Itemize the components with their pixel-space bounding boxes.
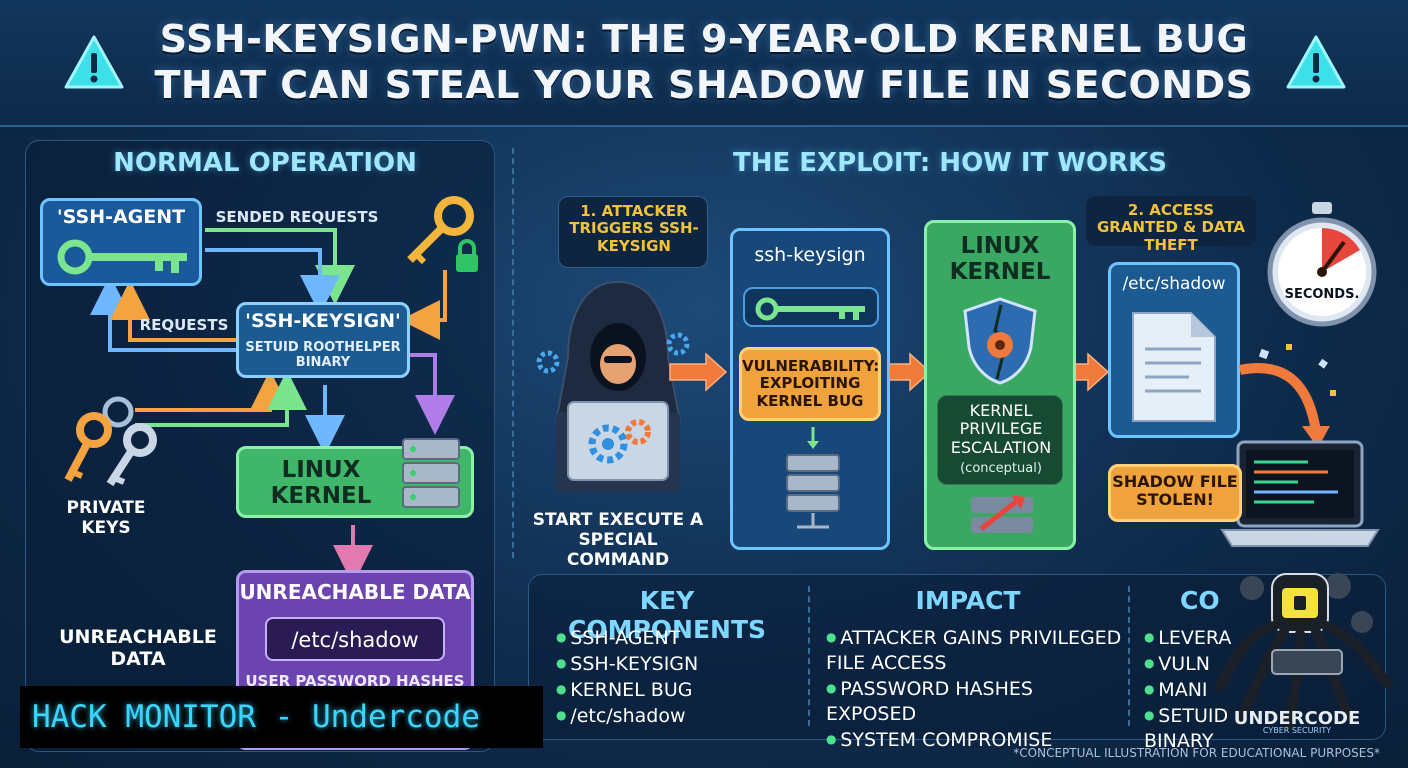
exploit-title: THE EXPLOIT: HOW IT WORKS [732, 148, 1168, 178]
concept-title: CO [1180, 586, 1220, 615]
broken-shield-icon [963, 297, 1037, 385]
list-item: SYSTEM COMPROMISE [826, 727, 1122, 753]
laptop-icon [1220, 440, 1380, 547]
list-item: PASSWORD HASHES EXPOSED [826, 676, 1122, 727]
stopwatch-icon [1267, 202, 1377, 327]
shadow-path-box: /etc/shadow [265, 617, 445, 661]
warning-icon [64, 35, 124, 89]
stolen-label: SHADOW FILE STOLEN! [1112, 472, 1238, 510]
divider [512, 148, 514, 558]
normal-flow-arrows [90, 228, 455, 585]
step1-box: 1. ATTACKER TRIGGERS SSH-KEYSIGN [558, 196, 708, 268]
data-theft-arrow [1239, 344, 1336, 448]
list-item: SSH-KEYSIGN [556, 651, 796, 677]
list-item: KERNEL BUG [556, 677, 796, 703]
warning-icon [1286, 35, 1346, 89]
undercode-logo-icon [1215, 573, 1393, 731]
undercode-logo-name: UNDERCODE [1233, 708, 1361, 729]
linux-kernel-box-normal: LINUX KERNEL [236, 438, 474, 518]
start-command-label: START EXECUTE A SPECIAL COMMAND [532, 510, 704, 570]
list-item: SETUID BINARY [1144, 703, 1254, 754]
list-item: ATTACKER GAINS PRIVILEGED FILE ACCESS [826, 625, 1122, 676]
list-item: SSH-AGENT [556, 625, 796, 651]
key-icon [755, 297, 865, 321]
footnote: *CONCEPTUAL ILLUSTRATION FOR EDUCATIONAL… [1013, 746, 1380, 760]
impact-list: ATTACKER GAINS PRIVILEGED FILE ACCESS PA… [826, 625, 1122, 753]
shadow-file-card: /etc/shadow [1108, 262, 1240, 438]
vulnerability-box: VULNERABILITY: EXPLOITING KERNEL BUG [739, 347, 881, 421]
title-line-1: SSH-KEYSIGN-PWN: THE 9-YEAR-OLD KERNEL B… [159, 17, 1249, 61]
list-item: MANI [1144, 677, 1254, 703]
kernel-priv-box: KERNEL PRIVILEGE ESCALATION (conceptual) [937, 395, 1063, 485]
ssh-keysign-title: 'SSH-KEYSIGN' [245, 310, 401, 332]
unreachable-side-label: UNREACHABLE DATA [59, 626, 217, 670]
kernel-conceptual-label: (conceptual) [960, 461, 1042, 476]
escalation-icon [971, 495, 1033, 533]
linux-kernel-label-normal: LINUX KERNEL [270, 457, 372, 510]
gold-key-icon [407, 196, 478, 272]
concept-list: LEVERA VULN MANI SETUID BINARY [1144, 625, 1254, 754]
key-components-list: SSH-AGENT SSH-KEYSIGN KERNEL BUG /etc/sh… [556, 625, 796, 729]
server-icon [402, 438, 460, 508]
private-keys-label: PRIVATE KEYS [66, 498, 146, 538]
key-icon [57, 239, 187, 275]
hacker-icon [536, 280, 690, 492]
header-banner: SSH-KEYSIGN-PWN: THE 9-YEAR-OLD KERNEL B… [0, 0, 1408, 127]
vulnerability-label: VULNERABILITY: EXPLOITING KERNEL BUG [742, 357, 880, 410]
impact-title: IMPACT [915, 586, 1021, 615]
normal-operation-title: NORMAL OPERATION [113, 148, 417, 178]
ssh-agent-box: 'SSH-AGENT [40, 198, 202, 286]
summary-divider-2 [1128, 586, 1130, 726]
ssh-agent-label: 'SSH-AGENT [56, 206, 186, 228]
unreachable-data-title: UNREACHABLE DATA [239, 580, 471, 604]
shadow-file-label: /etc/shadow [1122, 274, 1226, 294]
ssh-keysign-stage: ssh-keysign VULNERABILITY: EXPLOITING KE… [730, 228, 890, 550]
ssh-keysign-subtitle: SETUID ROOTHELPER BINARY [245, 340, 401, 370]
step1-label: 1. ATTACKER TRIGGERS SSH-KEYSIGN [569, 202, 699, 255]
stage-arrows [669, 352, 1110, 392]
user-hashes-label: USER PASSWORD HASHES [245, 672, 465, 690]
kernel-priv-label: KERNEL PRIVILEGE ESCALATION [950, 401, 1052, 457]
linux-kernel-stage: LINUX KERNEL KERNEL PRIVILEGE ESCALATION… [924, 220, 1076, 550]
shadow-path-label: /etc/shadow [291, 628, 419, 652]
step2-box: 2. ACCESS GRANTED & DATA THEFT [1086, 196, 1256, 253]
stolen-badge: SHADOW FILE STOLEN! [1108, 464, 1242, 522]
sended-requests-label: SENDED REQUESTS [215, 208, 379, 226]
keysign-key-box [743, 287, 879, 327]
summary-divider-1 [808, 586, 810, 726]
list-item: VULN [1144, 651, 1254, 677]
ssh-keysign-stage-label: ssh-keysign [754, 244, 866, 266]
step2-label: 2. ACCESS GRANTED & DATA THEFT [1096, 201, 1246, 254]
private-keys-icon [64, 396, 157, 487]
list-item: LEVERA [1144, 625, 1254, 651]
title-line-2: THAT CAN STEAL YOUR SHADOW FILE IN SECON… [154, 63, 1254, 107]
server-icon [786, 427, 840, 529]
requests-label: REQUESTS [139, 316, 229, 334]
linux-kernel-stage-label: LINUX KERNEL [949, 233, 1051, 286]
document-icon [1132, 312, 1216, 422]
hack-monitor-badge: HACK MONITOR - Undercode [20, 686, 543, 748]
seconds-label: SECONDS. [1284, 287, 1360, 302]
ssh-keysign-box: 'SSH-KEYSIGN' SETUID ROOTHELPER BINARY [236, 302, 410, 378]
list-item: /etc/shadow [556, 703, 796, 729]
undercode-logo-tagline: CYBER SECURITY [1262, 726, 1332, 735]
